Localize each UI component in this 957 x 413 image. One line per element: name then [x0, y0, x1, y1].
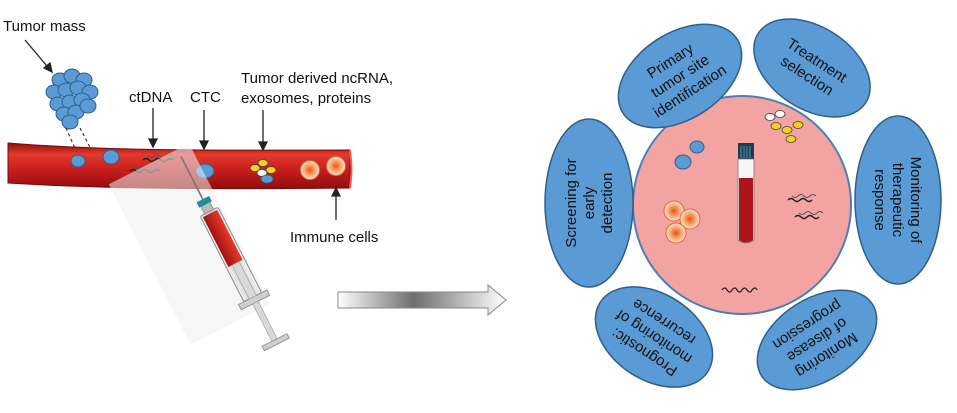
ctdna-fragment-icon: [794, 214, 820, 220]
application-label-line: Screening for: [563, 158, 580, 247]
tumor-mass-icon: [45, 68, 99, 130]
application-label-line: therapeutic: [889, 163, 906, 238]
exosome-cluster-icon: [249, 159, 277, 184]
ctc-cell-icon: [674, 154, 692, 170]
application-ellipse: [544, 118, 634, 288]
application-label: Screening forearlydetection: [563, 158, 616, 247]
ctdna-fragment-icon: [798, 211, 824, 215]
arrow-head: [42, 61, 53, 74]
vessel-end: [349, 149, 353, 189]
label-ctdna: ctDNA: [129, 89, 173, 106]
application-ellipse: [854, 115, 942, 285]
ctc-cell-icon: [689, 140, 705, 154]
application-ellipse: [617, 23, 743, 129]
ctdna-fragment-icon: [791, 194, 817, 198]
exosome-cluster-icon: [764, 110, 804, 143]
immune-cell-icon: [300, 160, 320, 180]
application-early-detection: Screening forearlydetection: [544, 118, 634, 288]
ctc-cell-icon: [102, 149, 120, 165]
application-label-line: response: [871, 169, 888, 231]
application-treatment-selection: Treatmentselection: [753, 18, 871, 118]
label-immune-cells: Immune cells: [290, 229, 379, 246]
application-label-line: Monitoring of: [907, 157, 924, 245]
label-tumor-mass: Tumor mass: [3, 18, 86, 35]
immune-cell-icon: [326, 156, 346, 176]
label-ctc: CTC: [190, 89, 221, 106]
arrow-head: [257, 141, 269, 152]
arrow-head: [330, 186, 342, 197]
application-label-line: detection: [599, 173, 616, 234]
application-ellipse: [756, 289, 878, 391]
ctc-cell-icon: [70, 154, 86, 168]
tumor-cell: [79, 98, 97, 114]
application-label: Monitoring oftherapeuticresponse: [871, 157, 924, 245]
immune-cell-icon: [665, 222, 687, 244]
application-ellipse: [753, 18, 871, 118]
arrow-head: [198, 140, 210, 151]
immune-cell-icon: [679, 208, 701, 230]
ctdna-fragment-icon: [787, 197, 813, 203]
ncrna-strand-icon: [721, 287, 758, 293]
syringe-icon: [108, 143, 290, 352]
process-arrow-icon: [337, 283, 507, 317]
label-tumor-derived-2: exosomes, proteins: [241, 90, 372, 107]
application-label-line: early: [581, 186, 598, 219]
label-tumor-derived-1: Tumor derived ncRNA,: [241, 70, 393, 87]
application-therapeutic-response: Monitoring oftherapeuticresponse: [854, 115, 942, 285]
arrow-head: [147, 138, 159, 149]
tumor-cell: [61, 114, 79, 130]
application-ellipse: [594, 286, 714, 388]
blood-tube-icon: [737, 143, 755, 244]
